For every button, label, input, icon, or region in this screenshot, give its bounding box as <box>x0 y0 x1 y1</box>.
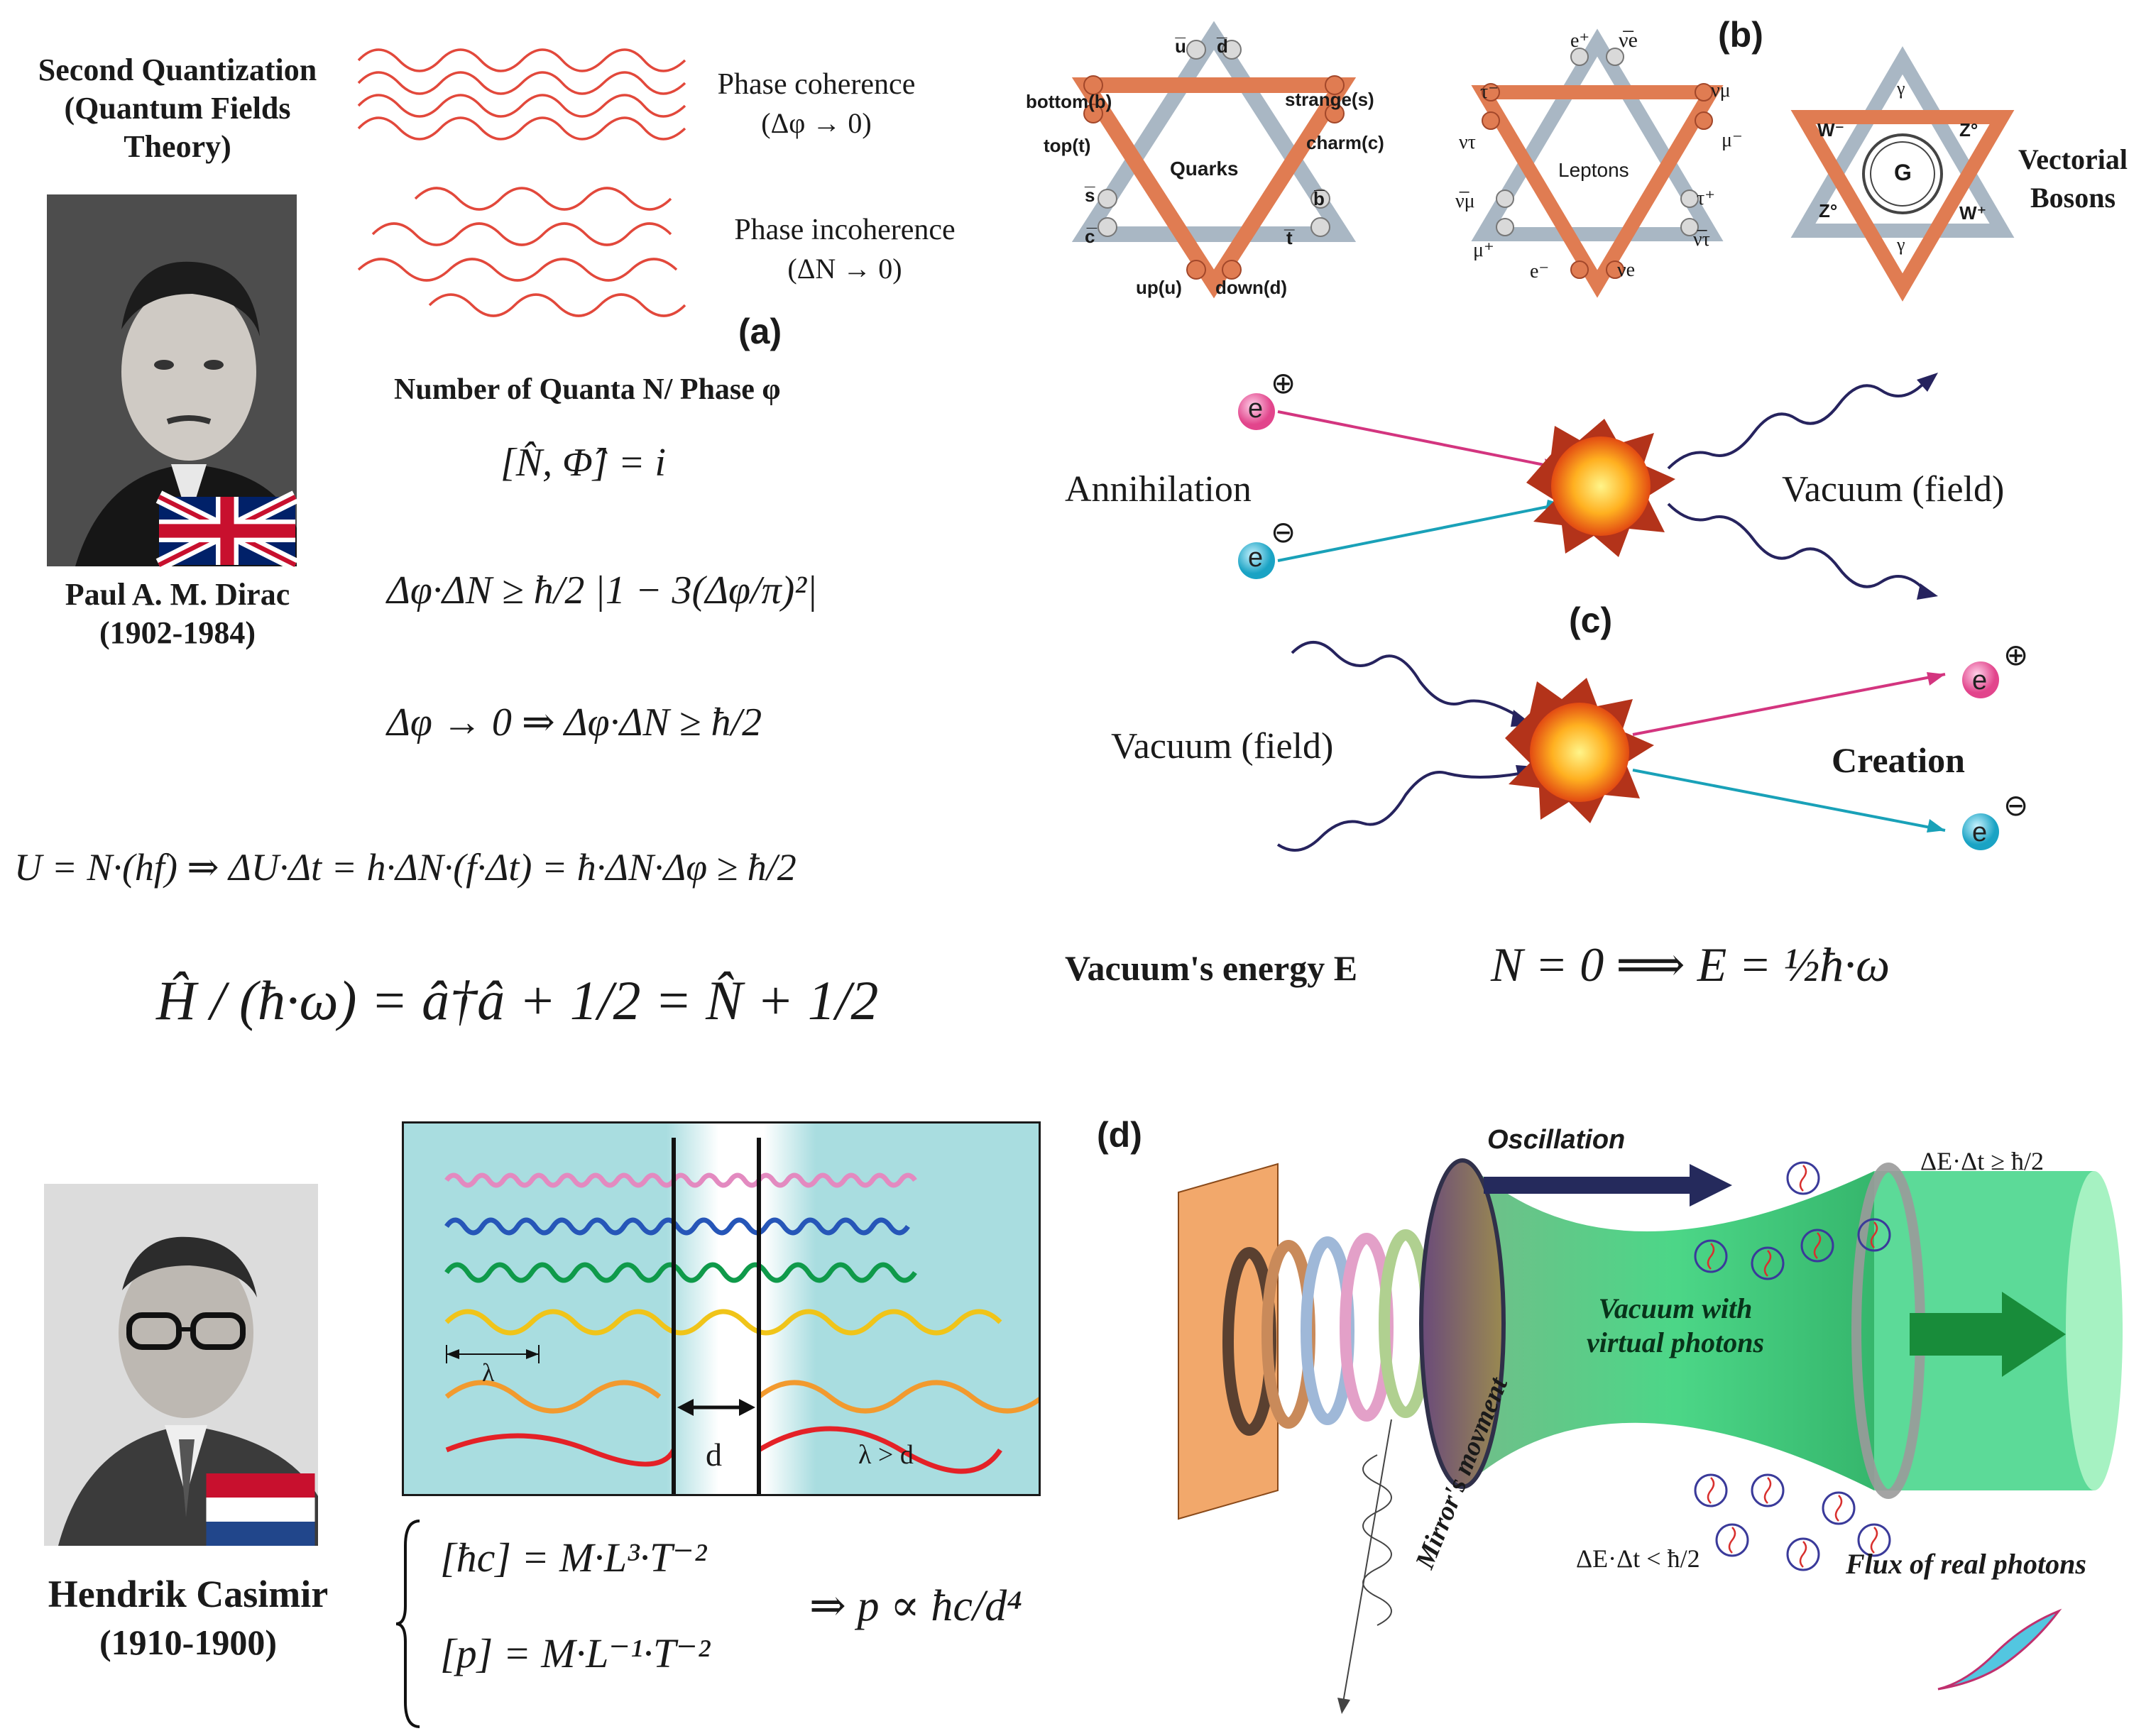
quark-top-label: top(t) <box>1044 135 1091 156</box>
lepton-nu-mu-bar: ν̅μ <box>1455 190 1475 212</box>
dynamic-casimir-cavity <box>1178 1158 2123 1714</box>
casimir-pressure-result: ⇒ p ∝ ħc/d⁴ <box>809 1582 1022 1630</box>
positron-letter-2: e <box>1972 666 1988 696</box>
lepton-e-plus: e⁺ <box>1570 30 1590 52</box>
phase-coherence-waves <box>357 48 686 141</box>
hamiltonian-equation: Ĥ / (ħ·ω) = â†â + 1/2 = N̂ + 1/2 <box>156 969 879 1031</box>
netherlands-flag-icon <box>206 1473 315 1546</box>
boson-g: G <box>1894 160 1912 185</box>
quark-bbar-label: b̅ <box>1313 188 1325 209</box>
quark-bottom-label: bottom(b) <box>1026 91 1112 112</box>
dirac-name: Paul A. M. Dirac <box>65 577 290 612</box>
quarks-center-label: Quarks <box>1170 158 1239 180</box>
flux-real-photons-label: Flux of real photons <box>1846 1548 2086 1580</box>
quark-sbar-label: s̅ <box>1085 185 1095 206</box>
dimension-hbar-c: [ħc] = M·L³·T⁻² <box>440 1534 707 1581</box>
dirac-heading: Second Quantization (Quantum Fields Theo… <box>38 53 317 164</box>
panel-d-label: (d) <box>1097 1115 1142 1155</box>
boson-z0-bottom: Z° <box>1819 200 1838 221</box>
lepton-tau-plus: τ⁺ <box>1697 187 1716 209</box>
phase-coherence-label: Phase coherence <box>717 68 916 101</box>
energy-relation-equation: U = N·(hf) ⇒ ΔU·Δt = h·ΔN·(f·Δt) = ħ·ΔN·… <box>14 846 797 889</box>
vacuum-field-label-2: Vacuum (field) <box>1111 726 1334 767</box>
casimir-name: Hendrik Casimir <box>48 1573 329 1615</box>
electron-letter-2: e <box>1972 818 1988 847</box>
boson-z0-top: Z° <box>1959 119 1978 141</box>
limit-equation: Δφ → 0 ⇒ Δφ·ΔN ≥ ħ/2 <box>387 701 762 745</box>
phase-incoherence-limit: (ΔN → 0) <box>787 253 902 285</box>
quark-ubar-label: u̅ <box>1175 35 1186 57</box>
lepton-nu-mu: νμ <box>1711 79 1731 101</box>
vectorial-bosons-title: Vectorial Bosons <box>2018 143 2128 214</box>
commutator-equation: [N̂, Φ̂] = i <box>500 441 666 485</box>
casimir-plates-box: λ d λ > d <box>402 1121 1041 1496</box>
lepton-nu-e: νe <box>1617 259 1636 281</box>
electron-letter-1: e <box>1248 543 1264 573</box>
quark-down-label: down(d) <box>1215 277 1288 298</box>
energy-time-ge-label: ΔE·Δt ≥ ħ/2 <box>1920 1147 2045 1175</box>
phase-coherence-limit: (Δφ → 0) <box>761 107 872 139</box>
vacuum-energy-equation: N = 0 ⟹ E = ½ħ·ω <box>1491 938 1890 991</box>
vacuum-virtual-photons-label: Vacuum with virtual photons <box>1586 1292 1765 1358</box>
boson-gamma-bottom: γ <box>1897 234 1905 255</box>
dimension-pressure: [p] = M·L⁻¹·T⁻² <box>440 1630 711 1676</box>
lepton-nu-tau: ντ <box>1459 131 1476 153</box>
quark-strange-label: strange(s) <box>1285 89 1374 110</box>
annihilation-diagram <box>1238 373 1938 600</box>
boson-w-minus: W⁻ <box>1817 119 1845 141</box>
positron-sign-1: ⊕ <box>1271 366 1296 400</box>
casimir-years: (1910-1900) <box>99 1622 277 1662</box>
creation-label: Creation <box>1832 740 1965 780</box>
quarks-star-diagram <box>1071 21 1357 299</box>
lepton-nu-tau-bar: ν̅τ <box>1693 229 1710 251</box>
energy-time-lt-label: ΔE·Δt < ħ/2 <box>1576 1544 1700 1573</box>
positron-sign-2: ⊕ <box>2003 638 2029 671</box>
lambda-greater-d-label: λ > d <box>858 1440 914 1470</box>
vacuum-energy-label: Vacuum's energy E <box>1065 948 1358 988</box>
lambda-label: λ <box>482 1358 495 1387</box>
quark-cbar-label: c̅ <box>1085 226 1095 247</box>
boson-w-plus: W⁺ <box>1959 202 1987 224</box>
leptons-star-diagram <box>1471 28 1724 298</box>
lepton-mu-minus: μ⁻ <box>1722 129 1743 151</box>
electron-sign-2: ⊖ <box>2003 789 2029 822</box>
vacuum-field-label-1: Vacuum (field) <box>1782 469 2005 510</box>
panel-b-label: (b) <box>1718 15 1763 55</box>
leptons-center-label: Leptons <box>1558 159 1629 181</box>
creation-diagram <box>1276 641 1999 852</box>
quark-dbar-label: d̅ <box>1217 35 1228 57</box>
uncertainty-equation: Δφ·ΔN ≥ ħ/2 |1 − 3(Δφ/π)²| <box>387 568 818 612</box>
plate-gap-label: d <box>706 1436 722 1473</box>
annihilation-label: Annihilation <box>1065 469 1252 510</box>
boson-gamma-top: γ <box>1897 78 1905 99</box>
electron-sign-1: ⊖ <box>1271 515 1296 549</box>
positron-letter-1: e <box>1248 394 1264 424</box>
dirac-years: (1902-1984) <box>99 615 256 650</box>
bosons-star-diagram <box>1790 46 2015 302</box>
quark-tbar-label: t̅ <box>1286 227 1293 248</box>
lepton-e-minus: e⁻ <box>1530 260 1550 282</box>
equation-brace <box>395 1520 420 1728</box>
panel-c-label: (c) <box>1569 600 1613 640</box>
quanta-phase-title: Number of Quanta N/ Phase φ <box>394 373 781 406</box>
phase-incoherence-label: Phase incoherence <box>734 214 956 246</box>
phase-incoherence-waves <box>357 187 686 317</box>
lepton-tau-minus: τ⁻ <box>1480 81 1499 103</box>
quark-charm-label: charm(c) <box>1306 132 1384 153</box>
quark-up-label: up(u) <box>1136 277 1182 298</box>
oscillation-label: Oscillation <box>1487 1125 1626 1155</box>
panel-a-label: (a) <box>738 312 782 351</box>
lepton-mu-plus: μ⁺ <box>1473 239 1494 261</box>
lepton-nu-e-bar: ν̅e <box>1619 28 1638 52</box>
uk-flag-icon <box>155 490 299 571</box>
